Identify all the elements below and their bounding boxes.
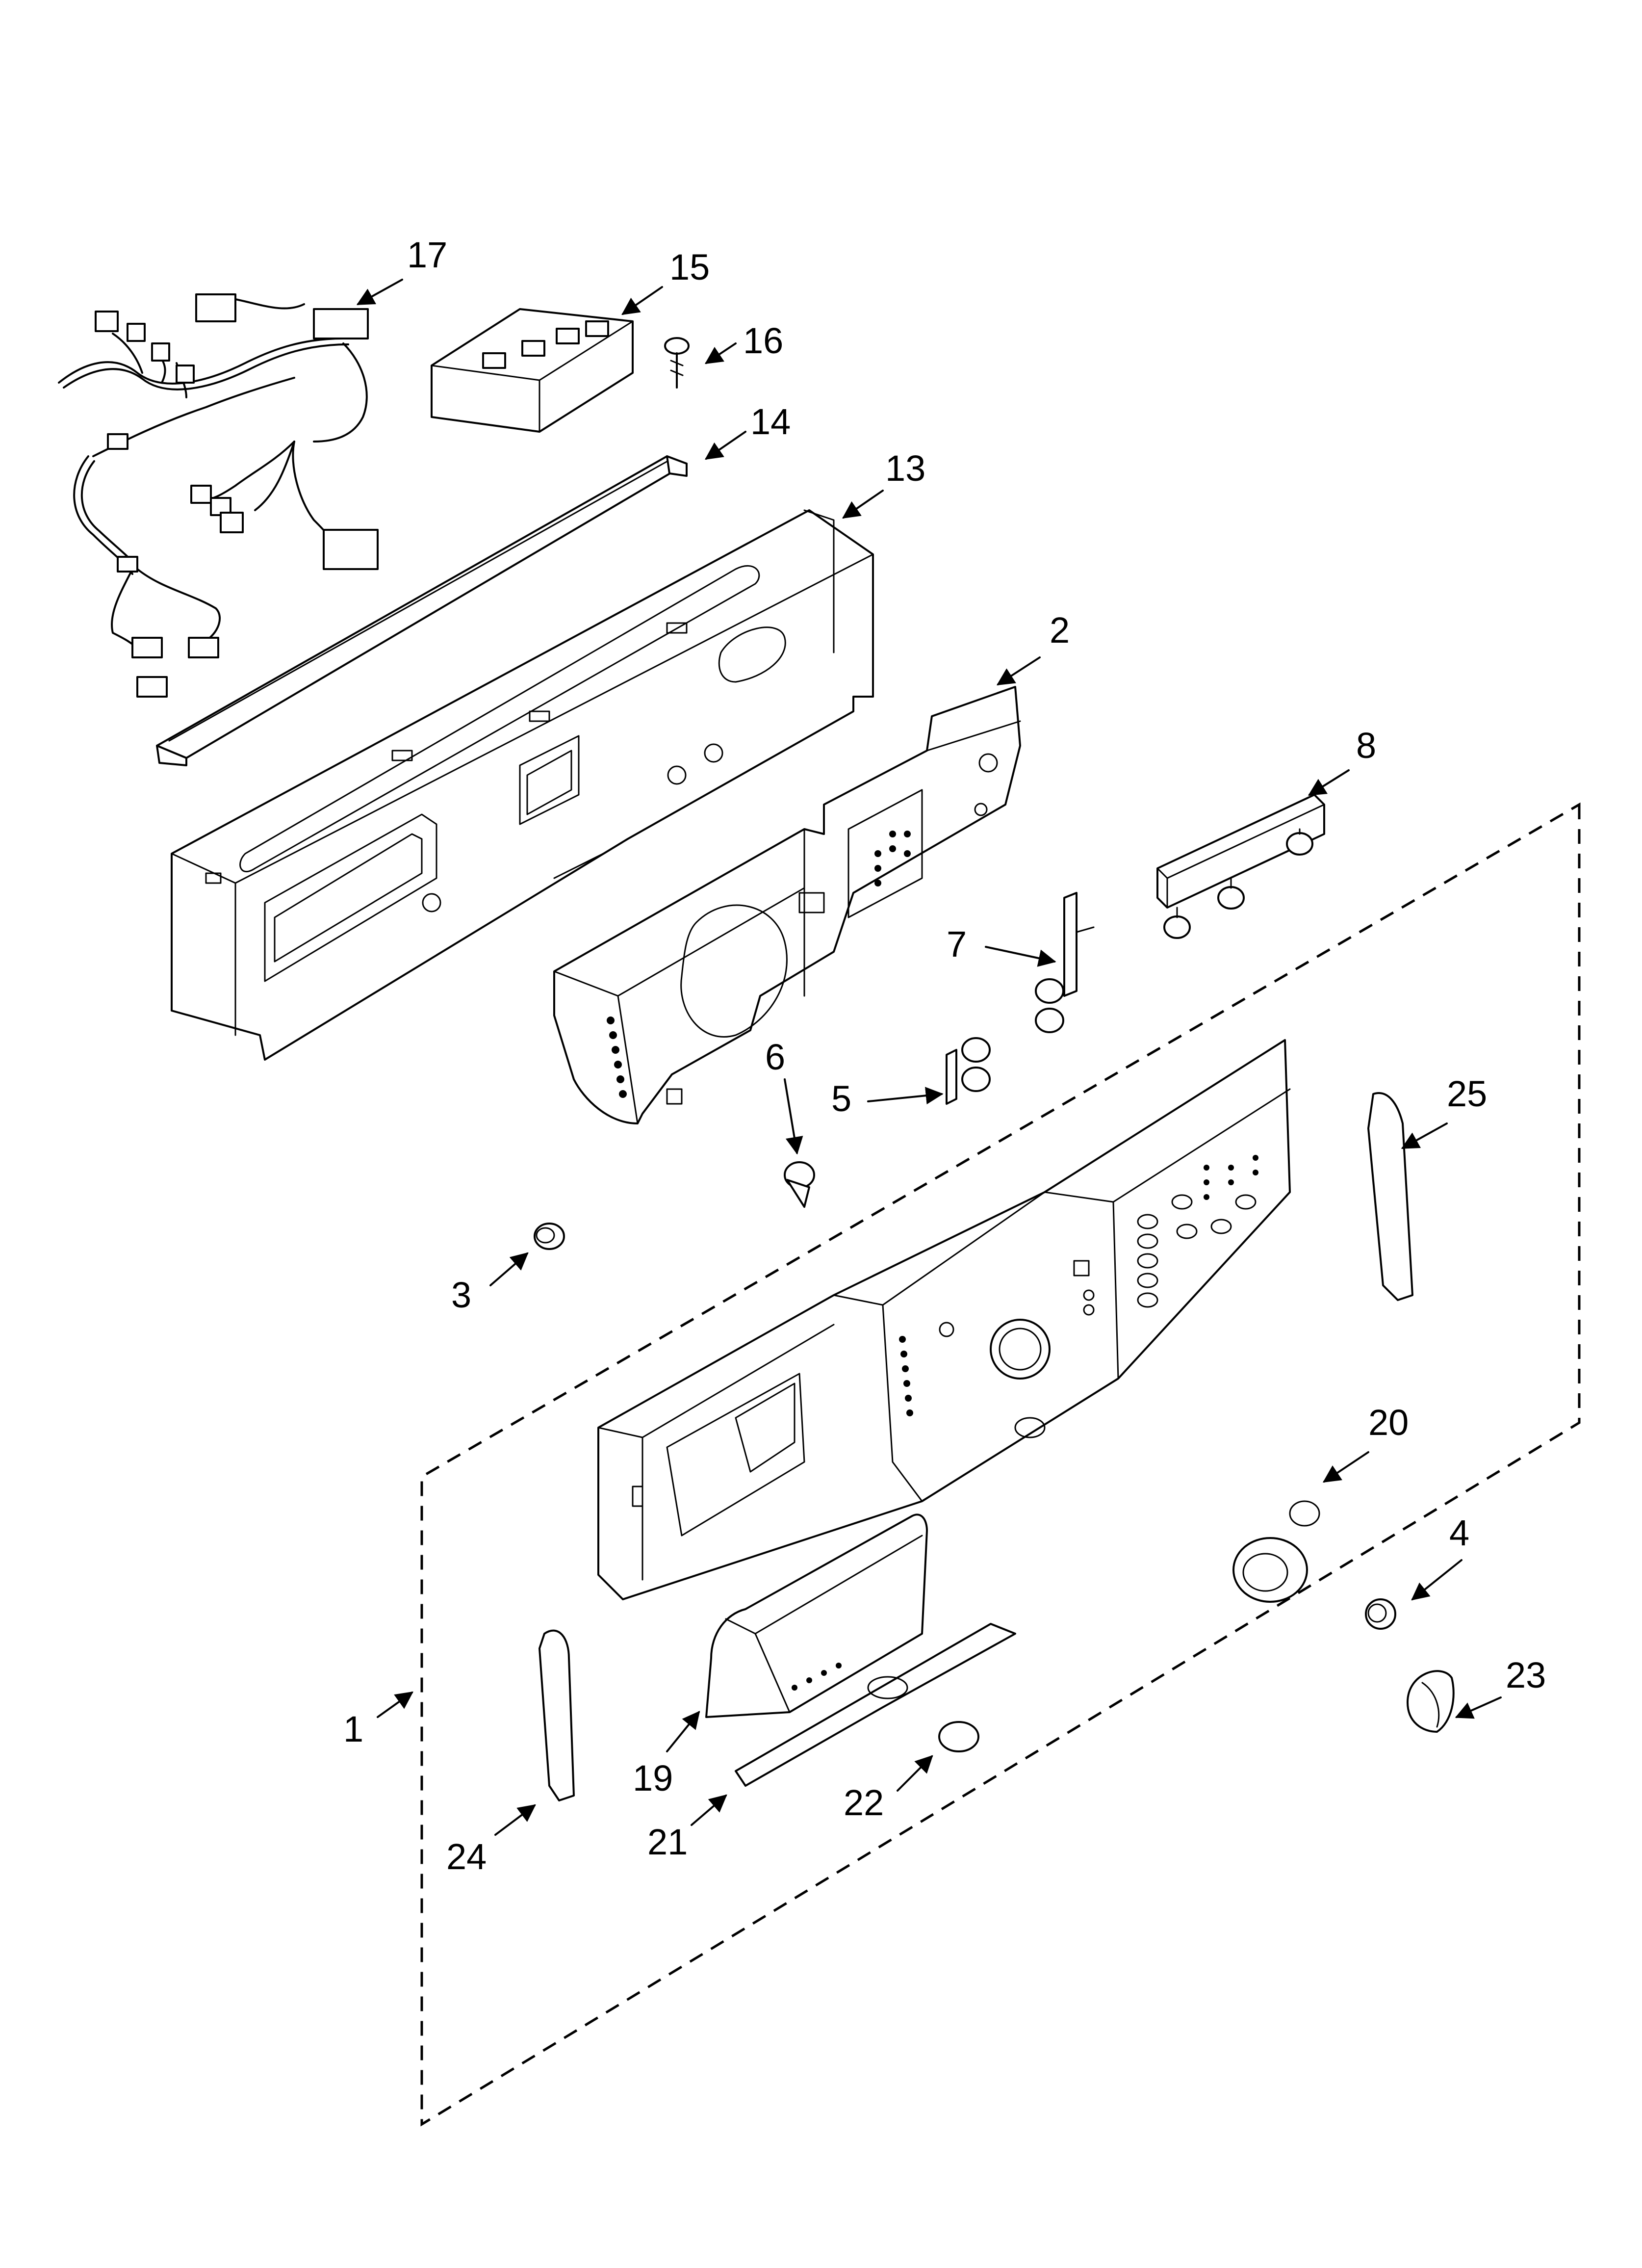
console-assembly-boundary: [420, 802, 1581, 2127]
callout-14: 14: [750, 401, 791, 442]
control-module-15: [431, 308, 634, 433]
callout-labels: 17 15 16 14 13 2 8 7 6 5 25 3 20 4 23 1 …: [343, 235, 1546, 1877]
bracket-rail-14: [156, 455, 688, 766]
ui-housing-2: [553, 686, 1021, 1124]
callout-22: 22: [844, 1782, 884, 1823]
callout-3: 3: [451, 1275, 471, 1315]
screw-16: [664, 337, 690, 389]
callout-19: 19: [633, 1758, 673, 1799]
callout-13: 13: [885, 448, 925, 489]
callout-7: 7: [947, 924, 967, 965]
wire-harness-17: [58, 293, 379, 698]
callout-23: 23: [1506, 1655, 1546, 1695]
callout-21: 21: [647, 1822, 688, 1862]
knob-6: [784, 1161, 815, 1208]
button-strip-5: [946, 1037, 991, 1105]
callout-6: 6: [765, 1037, 785, 1077]
callout-1: 1: [343, 1709, 363, 1749]
console-frame-13: [171, 509, 874, 1061]
side-trim-25: [1367, 1092, 1413, 1301]
callout-24: 24: [446, 1836, 487, 1877]
callout-4: 4: [1449, 1512, 1469, 1553]
callout-5: 5: [831, 1078, 851, 1119]
lens-22: [938, 1721, 979, 1752]
knob-23: [1407, 1670, 1455, 1733]
callout-2: 2: [1050, 610, 1070, 651]
callout-15: 15: [669, 247, 710, 287]
leader-arrows: [356, 279, 1502, 1836]
console-panel-1: [597, 1039, 1291, 1600]
button-3: [534, 1223, 565, 1250]
callout-17: 17: [407, 235, 447, 275]
button-strip-7: [1035, 892, 1095, 1033]
drawer-front-19: [705, 1513, 928, 1718]
callout-20: 20: [1368, 1402, 1409, 1443]
dial-ring-20: [1232, 1500, 1320, 1603]
callout-25: 25: [1447, 1073, 1487, 1114]
button-bracket-8: [1156, 794, 1325, 939]
side-trim-24: [539, 1629, 575, 1801]
callout-8: 8: [1356, 725, 1376, 766]
trim-strip-21: [735, 1623, 1016, 1787]
callout-16: 16: [743, 320, 783, 361]
button-4: [1365, 1598, 1396, 1630]
